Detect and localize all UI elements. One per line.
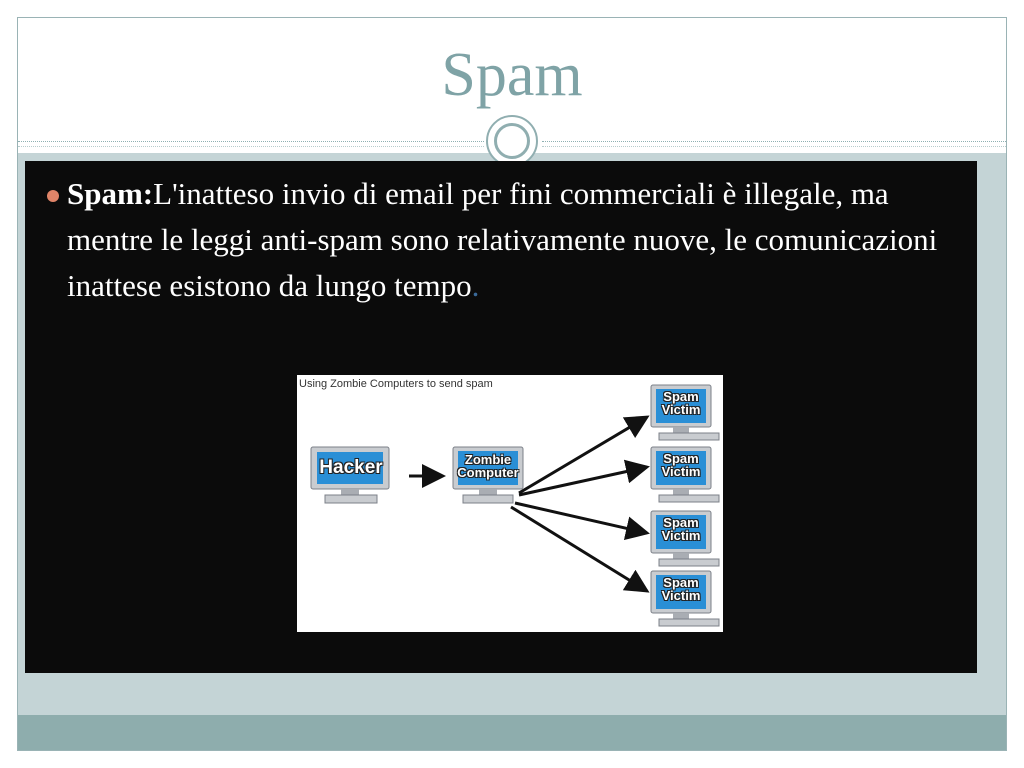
divider-circle-ornament xyxy=(486,115,538,167)
arrow-to-victim-4 xyxy=(510,505,650,593)
victim-label-2: Victim xyxy=(661,528,701,543)
spam-victim-4: Spam Victim xyxy=(649,569,721,629)
bullet-text: Spam:L'inatteso invio di email per fini … xyxy=(67,171,962,309)
zombie-computer: Zombie Computer xyxy=(449,445,527,507)
content-box: Spam:L'inatteso invio di email per fini … xyxy=(25,161,977,673)
hacker-label: Hacker xyxy=(319,457,383,478)
zombie-diagram-image: Using Zombie Computers to send spam Hack… xyxy=(297,375,723,632)
diagram-arrows xyxy=(409,415,650,593)
victim-label-1: Spam xyxy=(663,451,699,466)
victim-label-2: Victim xyxy=(661,588,701,603)
victim-label-1: Spam xyxy=(663,575,699,590)
victim-label-2: Victim xyxy=(661,464,701,479)
victim-label-1: Spam xyxy=(663,515,699,530)
bullet-bold-term: Spam: xyxy=(67,176,154,211)
victim-monitor-icon xyxy=(650,446,720,503)
zombie-label-1: Zombie xyxy=(464,452,512,467)
bullet-period: . xyxy=(471,268,480,303)
zombie-label-2: Computer xyxy=(457,465,519,480)
spam-victim-3: Spam Victim xyxy=(649,509,721,569)
divider-left-2 xyxy=(18,146,484,147)
divider-left xyxy=(18,141,484,142)
diagram-title: Using Zombie Computers to send spam xyxy=(299,378,493,390)
slide-title: Spam xyxy=(441,41,583,109)
spam-victim-2: Spam Victim xyxy=(649,445,721,505)
victim-monitor-icon xyxy=(650,510,720,567)
divider-right-2 xyxy=(542,146,1006,147)
spam-victim-1: Spam Victim xyxy=(649,383,721,443)
bullet-body: L'inatteso invio di email per fini comme… xyxy=(67,176,938,303)
victim-label-2: Victim xyxy=(661,402,701,417)
arrow-to-victim-3 xyxy=(514,501,650,541)
bullet-dot xyxy=(47,190,59,202)
victim-label-1: Spam xyxy=(663,389,699,404)
victim-monitor-icon xyxy=(650,384,720,441)
hacker-computer: Hacker xyxy=(305,445,397,507)
arrow-to-victim-1 xyxy=(518,415,650,495)
victim-monitor-icon xyxy=(650,570,720,627)
footer-band xyxy=(18,715,1006,750)
divider-circle-inner xyxy=(494,123,530,159)
hacker-monitor-icon xyxy=(310,446,390,504)
zombie-monitor-icon xyxy=(452,446,524,504)
arrow-to-victim-2 xyxy=(518,459,650,497)
divider-right xyxy=(542,141,1006,142)
